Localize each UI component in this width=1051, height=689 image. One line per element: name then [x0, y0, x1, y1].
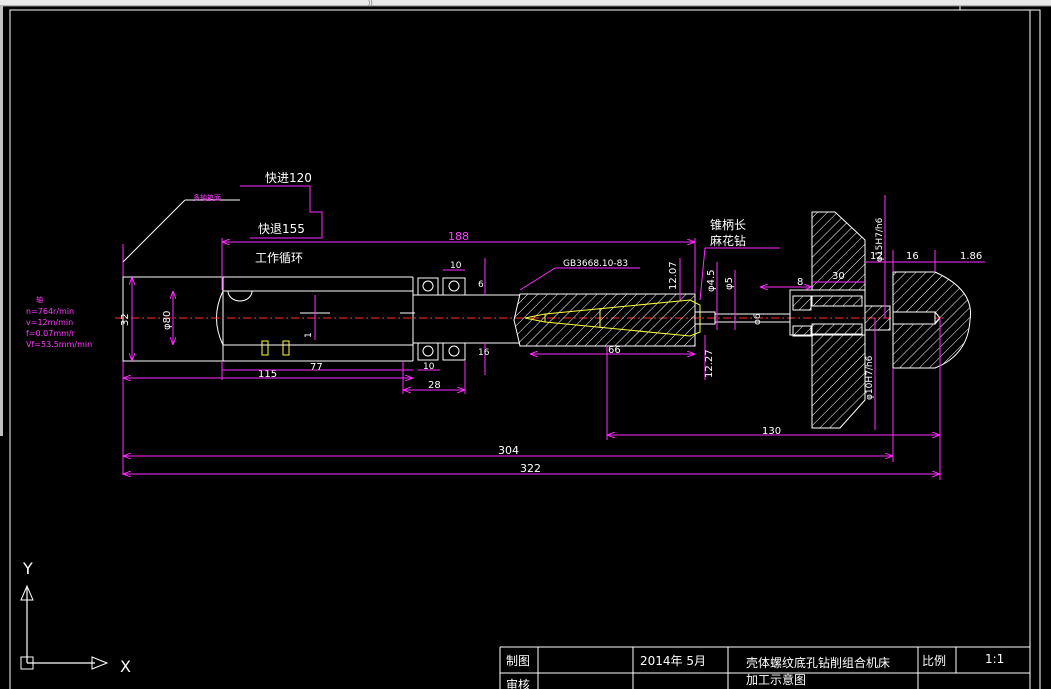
twist-drill[interactable] — [694, 311, 790, 325]
ucs-y-label: Y — [22, 559, 33, 578]
dim-16-right: 16 — [906, 251, 919, 262]
fixture-plate[interactable] — [789, 211, 866, 429]
dim-10-bottom: 10 — [423, 362, 435, 372]
scale-label: 比例 — [922, 654, 946, 668]
spindle-housing[interactable] — [122, 276, 415, 362]
top-window-strip — [0, 0, 1051, 6]
cutting-params: 轴 n=764r/min v=12m/min f=0.07mm/r Vf=53.… — [26, 295, 92, 349]
dim-8: 8 — [797, 277, 803, 288]
dim-115: 115 — [258, 369, 277, 380]
guide-bush[interactable] — [865, 305, 891, 331]
dim-1: 1 — [304, 332, 314, 338]
workpiece[interactable] — [892, 271, 972, 369]
dim-phi15-h7: φ15H7/h6 — [875, 217, 885, 262]
scale-value: 1:1 — [985, 652, 1004, 666]
title-block[interactable]: 制图 审核 2014年 5月 壳体螺纹底孔钻削组合机床 加工示意图 比例 1:1 — [499, 646, 1030, 689]
top-strip-char: )) — [368, 0, 373, 7]
dim-phi-5: φ5 — [724, 277, 735, 290]
gb-standard-label: GB3668.10-83 — [563, 259, 628, 269]
dim-32: 32 — [120, 313, 131, 326]
drawn-by-label: 制图 — [506, 654, 530, 668]
ucs-icon: Y X — [20, 559, 131, 676]
drawing-title-line2: 加工示意图 — [746, 672, 806, 687]
twist-drill-label: 麻花钻 — [710, 233, 746, 248]
dim-12-07: 12.07 — [668, 261, 679, 290]
param-v: v=12m/min — [26, 318, 73, 327]
dim-phi-80: φ80 — [162, 311, 173, 330]
dim-1-86: 1.86 — [960, 251, 982, 262]
dim-304: 304 — [498, 444, 519, 457]
param-vf: Vf=53.5mm/min — [26, 340, 92, 349]
bearing-set[interactable] — [413, 277, 520, 361]
drill-chuck[interactable] — [513, 293, 701, 347]
dim-188: 188 — [448, 230, 469, 243]
spindle-label: 轴 — [36, 295, 43, 304]
dim-6-top: 6 — [478, 280, 484, 290]
dim-12-27: 12.27 — [704, 349, 715, 378]
dim-phi-4-5: φ4.5 — [706, 270, 717, 293]
drawing-title-line1: 壳体螺纹底孔钻削组合机床 — [746, 655, 890, 670]
dimensions: 188 快进120 快退155 工作循环 10 6 GB3668.10-83 1… — [120, 171, 985, 480]
dim-30: 30 — [832, 271, 845, 282]
dim-phi10-h7: φ10H7/h6 — [865, 355, 875, 400]
dim-12-right: 12 — [870, 251, 883, 262]
dim-66: 66 — [608, 345, 621, 356]
dim-16-bottom: 16 — [478, 348, 490, 358]
drawing-frame — [9, 6, 1041, 689]
dim-77: 77 — [310, 362, 323, 373]
left-window-strip — [0, 6, 3, 436]
param-n: n=764r/min — [26, 307, 74, 316]
multi-axle-label: 多轴箱面 — [193, 193, 221, 202]
param-f: f=0.07mm/r — [26, 329, 76, 338]
ucs-x-label: X — [120, 657, 131, 676]
dim-28: 28 — [428, 380, 441, 391]
fast-back-label: 快退155 — [258, 222, 305, 236]
review-label: 审核 — [506, 677, 530, 689]
dim-322: 322 — [520, 462, 541, 475]
dim-130: 130 — [762, 426, 781, 437]
date-value: 2014年 5月 — [640, 654, 706, 668]
taper-shank-label: 锥柄长 — [710, 218, 746, 232]
dim-10-top: 10 — [450, 261, 462, 271]
multi-axle-box[interactable]: 多轴箱面 — [122, 193, 240, 475]
work-cycle-label: 工作循环 — [255, 251, 303, 265]
dim-phi-6: φ6 — [753, 313, 763, 325]
fast-forward-label: 快进120 — [265, 171, 312, 185]
